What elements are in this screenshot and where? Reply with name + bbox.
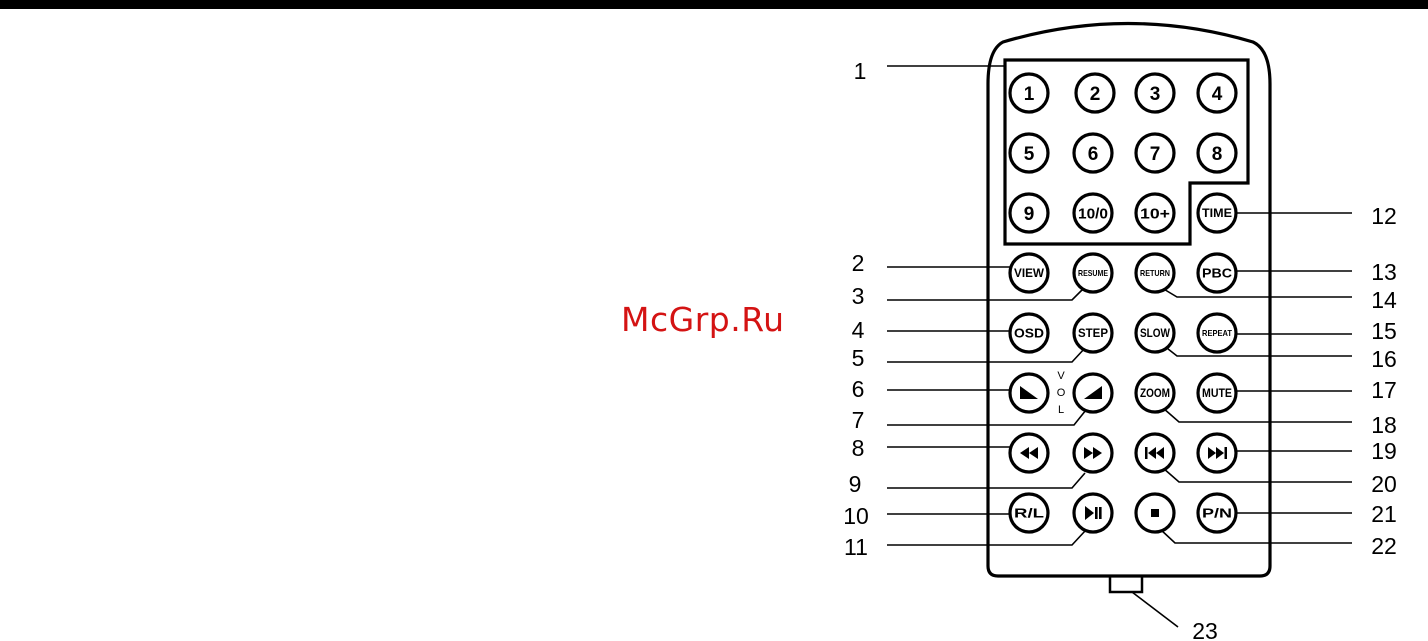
leader-line bbox=[1162, 288, 1352, 297]
leader-line bbox=[887, 287, 1085, 300]
button-label: ZOOM bbox=[1140, 388, 1170, 400]
10plus-button[interactable]: 10+ bbox=[1136, 194, 1174, 232]
leader-line bbox=[887, 531, 1085, 545]
10-0-button[interactable]: 10/0 bbox=[1074, 194, 1112, 232]
callout-number: 7 bbox=[852, 407, 865, 433]
callout-number: 14 bbox=[1371, 287, 1397, 313]
leader-line bbox=[887, 348, 1085, 362]
osd-button[interactable]: OSD bbox=[1010, 314, 1048, 352]
callout-number: 2 bbox=[852, 250, 865, 276]
leader-line bbox=[887, 473, 1085, 488]
vol-down-button[interactable] bbox=[1010, 374, 1048, 412]
callout-number: 22 bbox=[1371, 533, 1397, 559]
stop-icon bbox=[1151, 509, 1159, 517]
5-button[interactable]: 5 bbox=[1010, 134, 1048, 172]
callout-number: 18 bbox=[1371, 412, 1397, 438]
button-label: STEP bbox=[1078, 328, 1108, 340]
callout-number: 8 bbox=[852, 435, 865, 461]
stop-button[interactable] bbox=[1136, 494, 1174, 532]
leader-line bbox=[1132, 592, 1178, 627]
button-label: 5 bbox=[1024, 144, 1035, 165]
callout-number: 21 bbox=[1371, 501, 1397, 527]
callout-number: 19 bbox=[1371, 438, 1397, 464]
buttons-layer: 1 2 3 4 5 6 7 8 9 10/0 10+ TIME VIEW RESUME RETURN PBC O… bbox=[1010, 74, 1236, 532]
callout-number: 17 bbox=[1371, 377, 1397, 403]
pbc-button[interactable]: PBC bbox=[1198, 254, 1236, 292]
callout-number: 20 bbox=[1371, 471, 1397, 497]
6-button[interactable]: 6 bbox=[1074, 134, 1112, 172]
r-l-button[interactable]: R/L bbox=[1010, 494, 1048, 532]
p-n-button[interactable]: P/N bbox=[1198, 494, 1236, 532]
vol-letter: L bbox=[1058, 404, 1064, 416]
resume-button[interactable]: RESUME bbox=[1074, 254, 1112, 292]
7-button[interactable]: 7 bbox=[1136, 134, 1174, 172]
button-label: 9 bbox=[1024, 204, 1035, 225]
1-button[interactable]: 1 bbox=[1010, 74, 1048, 112]
view-button[interactable]: VIEW bbox=[1010, 254, 1048, 292]
button-label: PBC bbox=[1202, 266, 1233, 281]
leader-line bbox=[1163, 345, 1352, 356]
button-label: 10+ bbox=[1140, 205, 1170, 222]
button-label: RETURN bbox=[1140, 268, 1170, 278]
callout-number: 3 bbox=[852, 283, 865, 309]
callout-number: 13 bbox=[1371, 259, 1397, 285]
button-label: 6 bbox=[1088, 144, 1099, 165]
button-label: REPEAT bbox=[1202, 328, 1233, 338]
button-label: SLOW bbox=[1140, 328, 1170, 340]
callout-number: 23 bbox=[1192, 618, 1218, 641]
leader-line bbox=[1163, 468, 1352, 482]
button-label: 8 bbox=[1212, 144, 1223, 165]
button-label: TIME bbox=[1202, 208, 1232, 220]
leader-line bbox=[1163, 408, 1352, 422]
button-label: R/L bbox=[1014, 506, 1044, 521]
2-button[interactable]: 2 bbox=[1076, 74, 1114, 112]
callout-number: 4 bbox=[852, 317, 865, 343]
return-button[interactable]: RETURN bbox=[1136, 254, 1174, 292]
battery-tab bbox=[1110, 576, 1142, 592]
button-label: MUTE bbox=[1202, 388, 1232, 400]
callout-number: 15 bbox=[1371, 318, 1397, 344]
previous-button[interactable] bbox=[1136, 434, 1174, 472]
8-button[interactable]: 8 bbox=[1198, 134, 1236, 172]
button-label: 7 bbox=[1150, 144, 1161, 165]
callout-number: 16 bbox=[1371, 346, 1397, 372]
vol-letter: O bbox=[1057, 387, 1066, 399]
button-label: 10/0 bbox=[1078, 205, 1108, 222]
leader-lines bbox=[887, 66, 1352, 627]
rewind-button[interactable] bbox=[1010, 434, 1048, 472]
leader-line bbox=[1160, 529, 1352, 543]
time-button[interactable]: TIME bbox=[1198, 194, 1236, 232]
vol-letter: V bbox=[1057, 370, 1065, 382]
button-label: RESUME bbox=[1078, 268, 1108, 278]
3-button[interactable]: 3 bbox=[1136, 74, 1174, 112]
callout-number: 6 bbox=[852, 376, 865, 402]
button-label: 1 bbox=[1024, 84, 1035, 105]
callout-number: 5 bbox=[852, 345, 865, 371]
button-label: 3 bbox=[1150, 84, 1161, 105]
next-button[interactable] bbox=[1198, 434, 1236, 472]
callout-number: 11 bbox=[844, 534, 868, 560]
vol-up-button[interactable] bbox=[1074, 374, 1112, 412]
button-label: P/N bbox=[1202, 506, 1232, 521]
callout-number: 12 bbox=[1371, 203, 1397, 229]
zoom-button[interactable]: ZOOM bbox=[1136, 374, 1174, 412]
button-label: OSD bbox=[1014, 326, 1044, 341]
callout-number: 1 bbox=[854, 58, 867, 84]
play-pause-button[interactable] bbox=[1074, 494, 1112, 532]
step-button[interactable]: STEP bbox=[1074, 314, 1112, 352]
callout-number: 10 bbox=[843, 503, 869, 529]
fast-forward-button[interactable] bbox=[1074, 434, 1112, 472]
9-button[interactable]: 9 bbox=[1010, 194, 1048, 232]
4-button[interactable]: 4 bbox=[1198, 74, 1236, 112]
button-label: 4 bbox=[1212, 84, 1223, 105]
callout-number: 9 bbox=[849, 471, 862, 497]
slow-button[interactable]: SLOW bbox=[1136, 314, 1174, 352]
mute-button[interactable]: MUTE bbox=[1198, 374, 1236, 412]
button-label: VIEW bbox=[1014, 268, 1044, 280]
repeat-button[interactable]: REPEAT bbox=[1198, 314, 1236, 352]
button-label: 2 bbox=[1090, 84, 1101, 105]
